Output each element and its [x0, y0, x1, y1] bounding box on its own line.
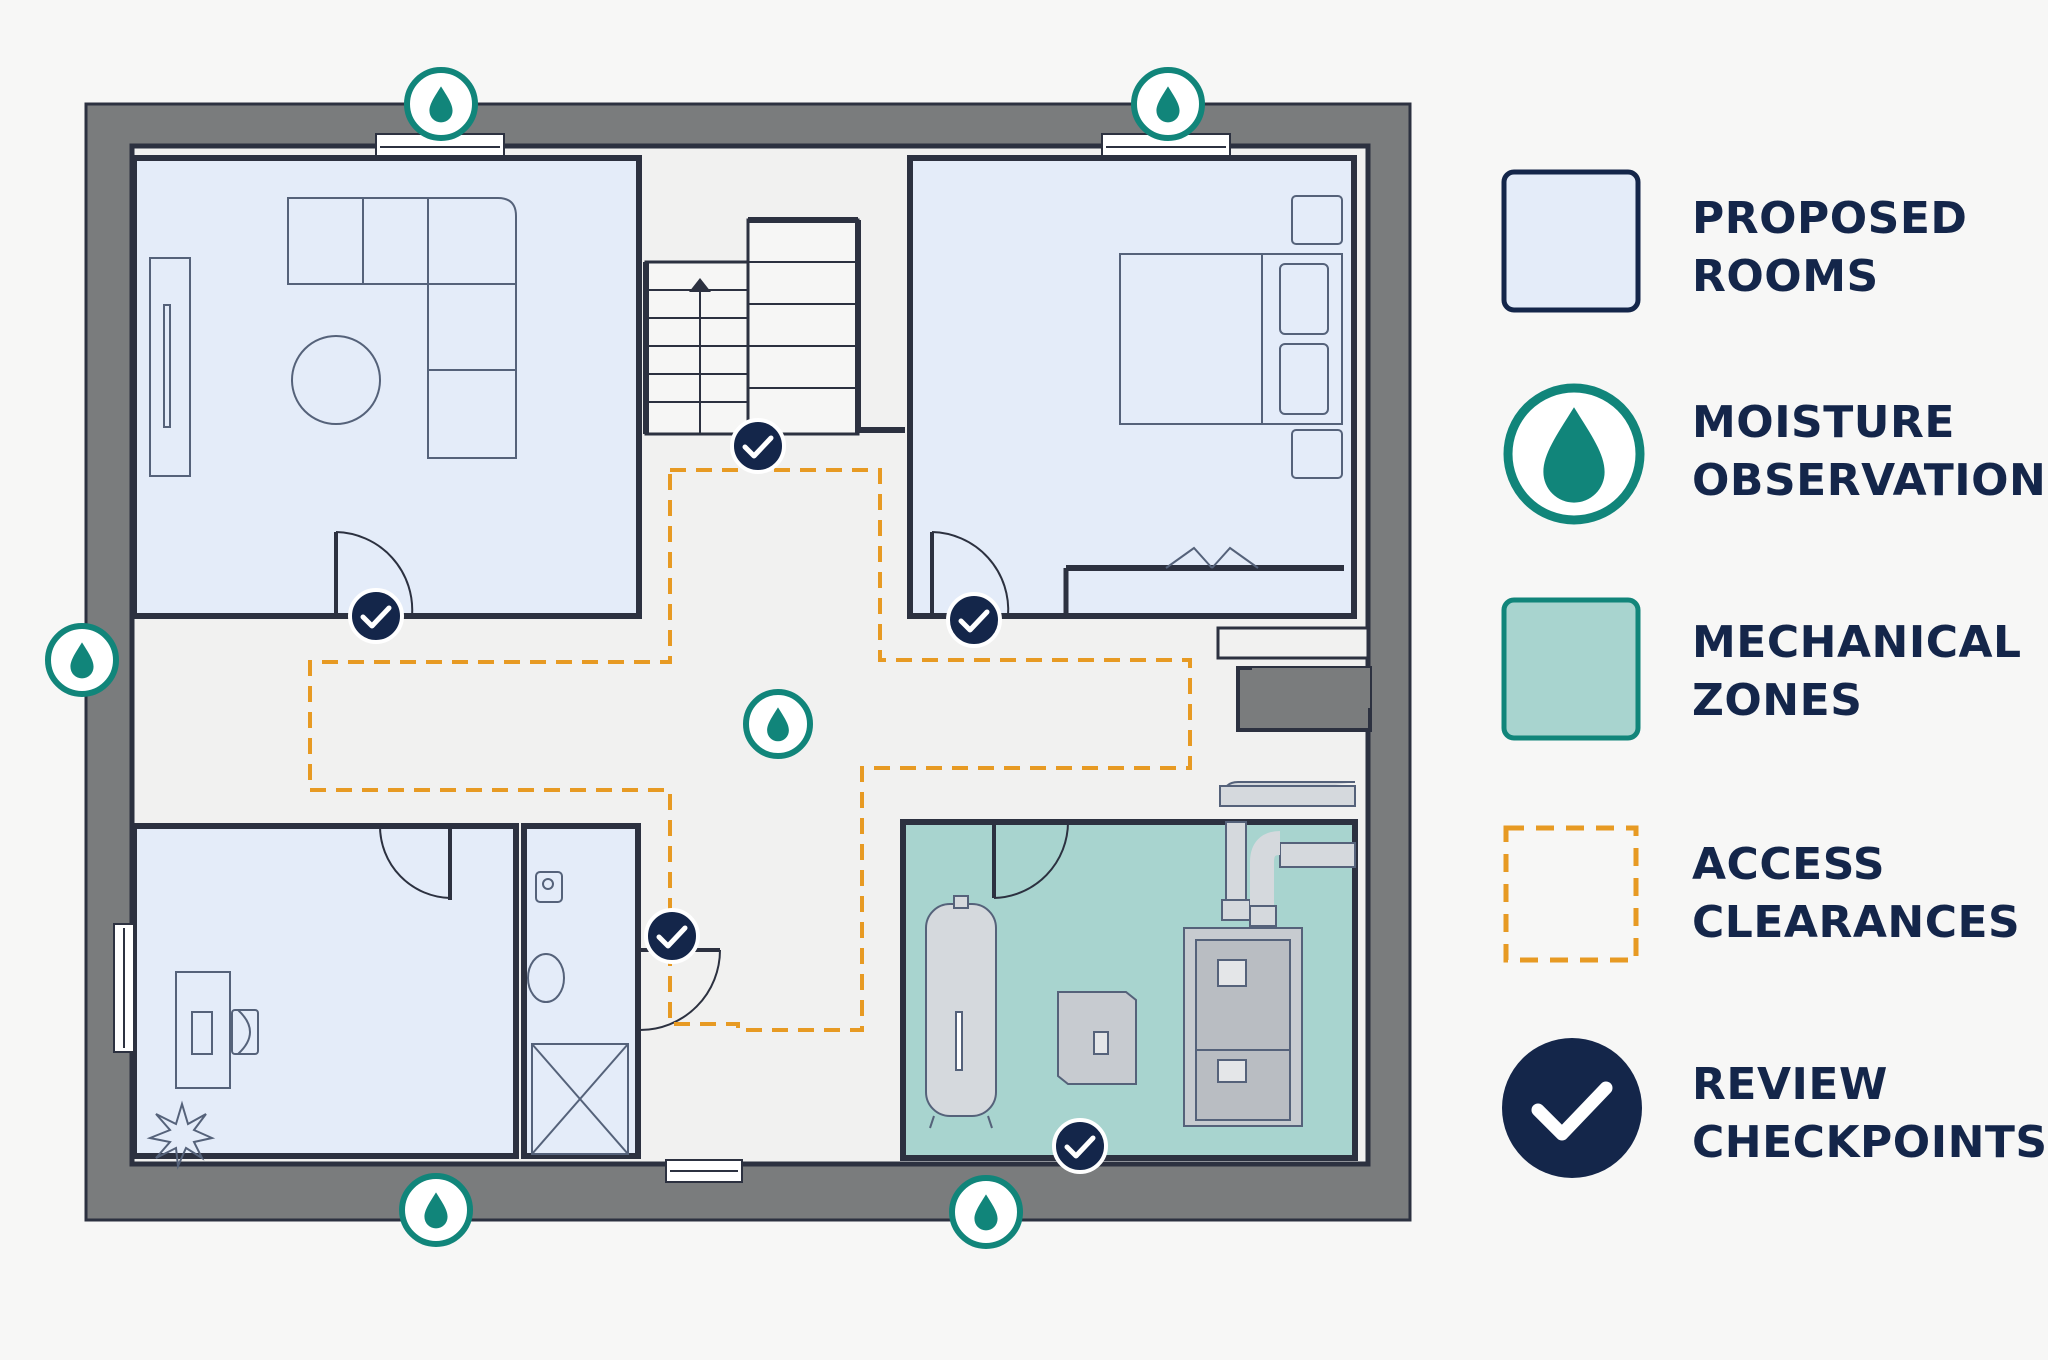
moisture-marker [743, 689, 813, 759]
moisture-marker [404, 67, 478, 141]
review-checkpoint [644, 908, 700, 964]
review-checkpoint [1052, 1118, 1108, 1174]
room-office [131, 823, 519, 1159]
moisture-marker [1131, 67, 1205, 141]
room-swatch-icon [1501, 169, 1641, 313]
legend-review-label: REVIEW CHECKPOINTS [1692, 1056, 2048, 1172]
legend-line: MECHANICAL [1692, 617, 2022, 668]
room-living [131, 155, 642, 619]
review-checkpoint [730, 418, 786, 474]
moisture-marker [45, 623, 119, 697]
access-clearance-zone [308, 468, 1192, 1032]
legend-line: MOISTURE [1692, 397, 1955, 448]
windows [113, 133, 1231, 1183]
dashed-box-icon [1503, 825, 1639, 963]
legend-line: REVIEW [1692, 1059, 1888, 1110]
legend-line: ROOMS [1692, 251, 1879, 302]
moisture-markers [45, 67, 1205, 1249]
legend-rooms-label: PROPOSED ROOMS [1692, 190, 1967, 306]
legend-line: CLEARANCES [1692, 897, 2021, 948]
legend-line: CHECKPOINTS [1692, 1117, 2048, 1168]
stair-up-arrow-icon [689, 278, 711, 292]
legend-moisture-label: MOISTURE OBSERVATIONS [1692, 394, 2048, 510]
water-drop-icon [1503, 383, 1645, 525]
moisture-marker [399, 1173, 473, 1247]
legend-line: ACCESS [1692, 839, 1886, 890]
review-checkpoints [348, 418, 1108, 1174]
legend-access-label: ACCESS CLEARANCES [1692, 836, 2020, 952]
staircase [643, 217, 905, 436]
legend-line: OBSERVATIONS [1692, 455, 2048, 506]
moisture-marker [949, 1175, 1023, 1249]
legend-mechanical-label: MECHANICAL ZONES [1692, 614, 2022, 730]
closet-strip [1216, 626, 1370, 660]
review-checkpoint [946, 592, 1002, 648]
living-furniture [149, 197, 517, 477]
legend-line: PROPOSED [1692, 193, 1968, 244]
mechanical-swatch-icon [1501, 597, 1641, 741]
room-bathroom [521, 823, 641, 1159]
mechanical-equipment [925, 781, 1356, 1129]
review-checkpoint [348, 588, 404, 644]
legend-icons [1501, 169, 1645, 1178]
legend-line: ZONES [1692, 675, 1863, 726]
bathroom-fixtures [527, 871, 629, 1155]
office-furniture [146, 971, 259, 1170]
bedroom-furniture [1063, 195, 1344, 616]
checkmark-icon [1502, 1038, 1642, 1178]
